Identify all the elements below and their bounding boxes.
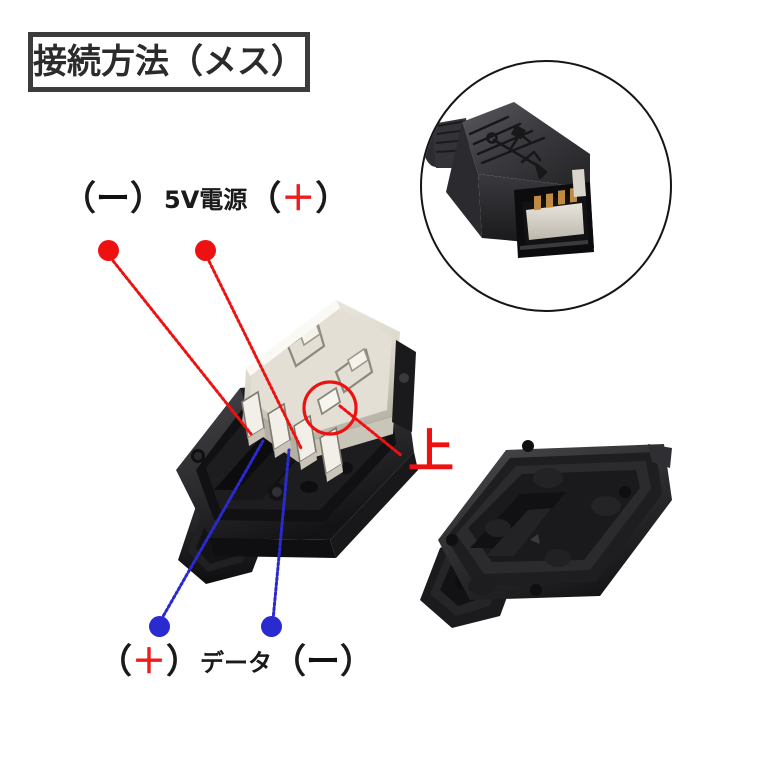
label-power-plus-symbol: ＋ — [281, 179, 316, 219]
leader-power-plus — [205, 255, 303, 450]
leader-data-plus — [159, 439, 265, 622]
leader-data-minus — [271, 448, 291, 622]
label-power-paren-close: ） — [130, 179, 164, 219]
label-power-minus-symbol: ー — [96, 179, 130, 219]
leader-orientation-up — [338, 404, 404, 458]
leader-lines-blue — [159, 439, 291, 622]
leader-power-minus — [108, 255, 253, 436]
usb-logo-emboss — [486, 125, 548, 180]
label-orientation-up: 上 — [408, 424, 454, 478]
label-power-paren-open: （ — [62, 179, 96, 219]
plastic-back-cover-half — [420, 440, 672, 628]
page-title-box: 接続方法（メス） — [28, 32, 310, 92]
usb-a-female-metal-socket — [242, 300, 416, 462]
label-data-paren-open-2: （ — [272, 642, 306, 682]
label-data-minus-symbol: ー — [306, 642, 340, 682]
usb-contacts — [534, 187, 577, 211]
page-title: 接続方法（メス） — [33, 42, 305, 82]
inset-photo-assembled-connector — [420, 60, 672, 312]
main-connector-lower-shell — [176, 378, 418, 584]
label-power-paren-open-2: （ — [247, 179, 282, 219]
label-data-paren-close: ） — [166, 642, 200, 682]
label-data-lines: （＋）データ（ー） — [98, 645, 374, 679]
leader-lines-red — [108, 255, 404, 458]
orientation-notch-highlight-circle — [302, 380, 358, 436]
usb-port-opening — [514, 169, 594, 258]
usb-solder-pins — [241, 390, 343, 482]
label-data-paren-open: （ — [98, 642, 132, 682]
label-power-paren-close-2: ） — [315, 179, 350, 219]
label-power-text: 5V電源 — [164, 186, 248, 214]
leader-dot-power-plus — [195, 240, 216, 261]
label-5v-power: （ー）5V電源（＋） — [62, 182, 349, 216]
leader-dot-data-plus — [149, 616, 170, 637]
orientation-notch — [316, 386, 342, 416]
label-data-paren-close-2: ） — [340, 642, 374, 682]
label-data-plus-symbol: ＋ — [132, 642, 166, 682]
assembled-connector-illustration — [423, 102, 594, 258]
label-data-text: データ — [200, 649, 272, 677]
leader-dot-data-minus — [261, 616, 282, 637]
leader-dot-power-minus — [98, 240, 119, 261]
usb-shell-spring-tabs — [286, 323, 374, 394]
